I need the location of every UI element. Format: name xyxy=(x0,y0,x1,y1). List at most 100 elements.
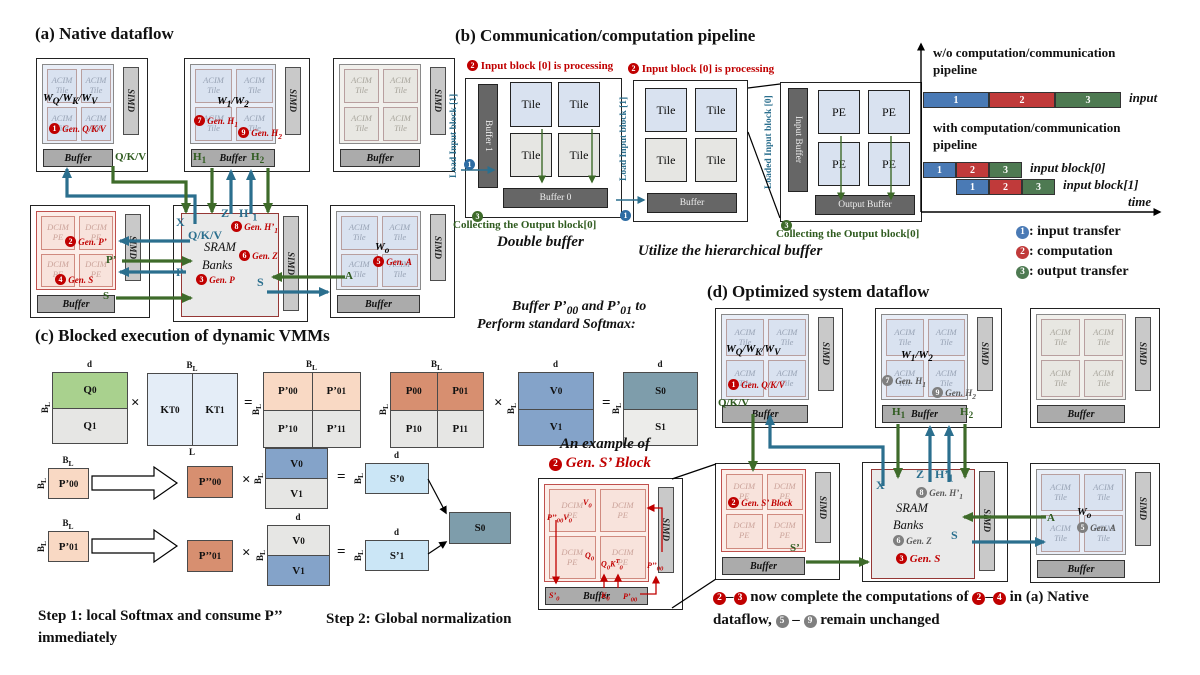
buffer-bar: Buffer xyxy=(37,295,115,313)
b-load-input-2: Load Input block [1] xyxy=(619,96,629,182)
axis-label: d xyxy=(657,359,663,369)
axis-label: d xyxy=(295,512,301,522)
weight-label: W1/W2 xyxy=(217,95,249,110)
sram-label: 3 Gen. S xyxy=(896,553,940,566)
buffer-bar: Buffer xyxy=(545,587,648,605)
pe-tile: PE xyxy=(868,142,910,186)
dark-buffer: Buffer 0 xyxy=(503,188,608,208)
b-step1-badge-2: 1 xyxy=(620,206,631,224)
axis-label: BL xyxy=(506,402,518,415)
matrix-cell: P’01 xyxy=(48,531,89,562)
sram-label: S xyxy=(257,275,264,289)
port-label: H1 xyxy=(892,406,906,421)
sram-label: SRAM xyxy=(896,501,928,515)
annotation: P’’00V0 xyxy=(547,513,572,525)
timeline-bar: 1 xyxy=(923,92,989,108)
annotation: S’0 xyxy=(549,591,560,603)
matrix-cell: P’10 xyxy=(263,409,313,448)
b-status-processing-1: 2 Input block [0] is processing xyxy=(467,60,613,73)
timeline-header-with-1: with computation/communication xyxy=(933,120,1121,135)
op-equals: = xyxy=(337,469,346,485)
compute-tile: Tile xyxy=(558,133,600,177)
sram-label: 8 Gen. H’1 xyxy=(916,487,963,501)
softmax-local-label: Softmaxlocal xyxy=(96,541,143,554)
simd-unit: SIMD xyxy=(979,471,995,571)
legend-item: 3: output transfer xyxy=(1016,264,1129,280)
port-label: S xyxy=(103,290,110,302)
b-step1-badge: 1 xyxy=(464,155,475,173)
weight-label: Wo xyxy=(375,241,390,256)
axis-label: BL xyxy=(378,403,390,416)
buffer-bar: Buffer xyxy=(722,557,805,575)
op-equals: = xyxy=(602,395,611,411)
panel-b-title: (b) Communication/computation pipeline xyxy=(455,26,756,45)
simd-unit: SIMD xyxy=(430,214,446,281)
gen-step-label: 4 Gen. S xyxy=(55,274,93,285)
port-label: A xyxy=(1047,512,1055,524)
gen-step-label: 7 Gen. H1 xyxy=(882,375,926,389)
port-label: H2 xyxy=(251,151,265,166)
softmax-local-label: Softmaxlocal xyxy=(96,478,143,491)
d-example-1: An example of xyxy=(560,436,650,452)
sram-label: SRAM xyxy=(204,240,236,254)
annotation: P’00 xyxy=(623,592,638,604)
axis-label: BL xyxy=(62,518,74,531)
sram-label: H’1 xyxy=(935,467,954,485)
sram-label: Z xyxy=(916,467,925,481)
compute-tile: Tile xyxy=(645,88,687,132)
c-note-2: Perform standard Softmax: xyxy=(477,317,636,332)
compute-tile: Tile xyxy=(695,88,737,132)
timeline-row-label: input block[0] xyxy=(1030,160,1106,175)
buffer-bar: Buffer xyxy=(191,149,275,167)
port-label: S’ xyxy=(790,542,800,554)
matrix-cell: P’’00 xyxy=(187,466,233,498)
axis-label: d xyxy=(86,359,92,369)
weight-label: W1/W2 xyxy=(901,349,933,364)
timeline-bar: 3 xyxy=(989,162,1022,178)
gen-step-label: 2 Gen. S’ Block xyxy=(728,497,792,508)
timeline-bar: 3 xyxy=(1022,179,1055,195)
timeline-bar: 3 xyxy=(1055,92,1121,108)
axis-label: BL xyxy=(430,359,443,372)
gen-step-label: 1 Gen. Q/K/V xyxy=(49,123,106,134)
gen-step-label: 5 Gen. A xyxy=(373,256,412,267)
buffer-bar: Buffer xyxy=(340,149,420,167)
gen-step-label: 7 Gen. H1 xyxy=(194,115,238,129)
b-status-processing-2: 2 Input block [0] is processing xyxy=(628,63,774,76)
dark-buffer: Buffer xyxy=(647,193,737,213)
timeline-bar: 2 xyxy=(956,162,989,178)
op-equals: = xyxy=(244,395,253,411)
matrix-cell: P’11 xyxy=(311,409,361,448)
legend-item: 1: input transfer xyxy=(1016,224,1121,240)
pe-tile: PE xyxy=(818,90,860,134)
sram-label: P xyxy=(176,265,184,279)
